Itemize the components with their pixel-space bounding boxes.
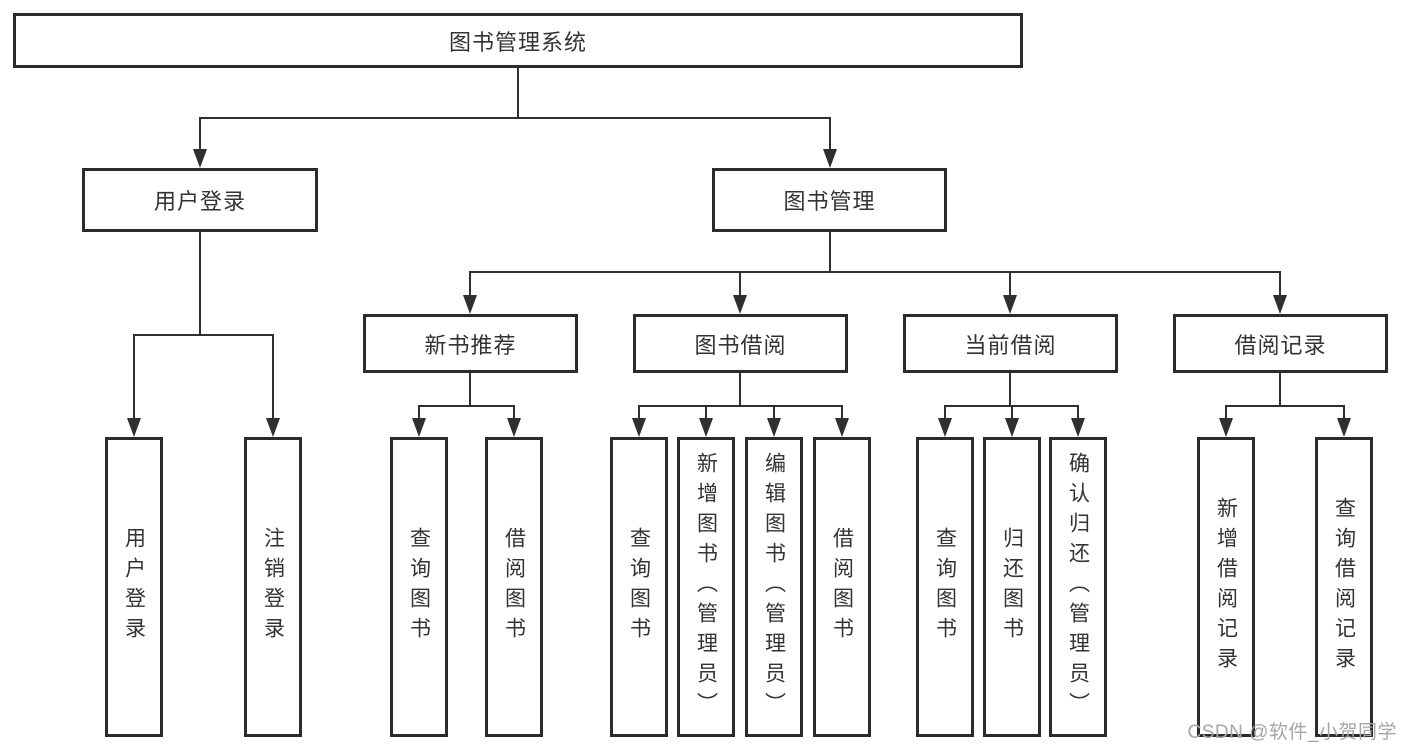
connector-line: [517, 68, 519, 118]
node-leaf-query-books-borrowing: 查询图书: [610, 437, 668, 737]
node-label: 借阅记录: [1234, 332, 1327, 358]
connector-line: [272, 334, 274, 418]
connector-line: [638, 405, 843, 407]
node-leaf-user-login: 用户登录: [105, 437, 163, 737]
connector-line: [773, 405, 775, 418]
arrow-down-icon: [1003, 295, 1017, 314]
node-label: 借阅图书: [502, 527, 526, 647]
node-leaf-borrow-books-borrowing: 借阅图书: [813, 437, 871, 737]
node-user-login: 用户登录: [82, 168, 318, 232]
arrow-down-icon: [463, 295, 477, 314]
node-label: 注销登录: [261, 527, 285, 647]
node-leaf-return-books: 归还图书: [983, 437, 1041, 737]
connector-line: [469, 271, 471, 295]
connector-line: [739, 373, 741, 405]
arrow-down-icon: [266, 418, 280, 437]
node-label: 图书借阅: [694, 332, 787, 358]
connector-line: [199, 117, 201, 150]
connector-line: [1279, 373, 1281, 405]
arrow-down-icon: [1219, 418, 1233, 437]
node-label: 图书管理: [783, 189, 876, 214]
node-leaf-query-books-current: 查询图书: [916, 437, 974, 737]
connector-line: [1009, 271, 1011, 295]
connector-line: [513, 405, 515, 418]
node-library-management-system: 图书管理系统: [13, 13, 1023, 68]
arrow-down-icon: [1071, 418, 1085, 437]
arrow-down-icon: [733, 295, 747, 314]
arrow-down-icon: [127, 418, 141, 437]
node-book-borrowing: 图书借阅: [633, 314, 848, 373]
connector-line: [418, 405, 420, 418]
connector-line: [638, 405, 640, 418]
node-label: 编辑图书（管理员）: [762, 452, 786, 722]
connector-line: [134, 334, 274, 336]
connector-line: [1011, 405, 1013, 418]
arrow-down-icon: [938, 418, 952, 437]
arrow-down-icon: [1337, 418, 1351, 437]
connector-line: [944, 405, 946, 418]
node-label: 查询图书: [407, 527, 431, 647]
connector-line: [133, 334, 135, 418]
arrow-down-icon: [193, 149, 207, 168]
connector-line: [829, 117, 831, 150]
node-label: 查询图书: [627, 527, 651, 647]
connector-line: [418, 405, 515, 407]
arrow-down-icon: [835, 418, 849, 437]
node-current-borrowing: 当前借阅: [903, 314, 1118, 373]
node-label: 用户登录: [122, 527, 146, 647]
node-label: 借阅图书: [830, 527, 854, 647]
connector-line: [829, 232, 831, 271]
node-label: 确认归还（管理员）: [1066, 452, 1090, 722]
connector-line: [705, 405, 707, 418]
arrow-down-icon: [699, 418, 713, 437]
node-label: 新书推荐: [424, 332, 517, 358]
node-leaf-query-borrow-record: 查询借阅记录: [1315, 437, 1373, 737]
node-leaf-confirm-return-admin: 确认归还（管理员）: [1049, 437, 1107, 737]
node-label: 当前借阅: [964, 332, 1057, 358]
connector-line: [841, 405, 843, 418]
arrow-down-icon: [1005, 418, 1019, 437]
connector-line: [1009, 373, 1011, 405]
node-new-book-recommend: 新书推荐: [363, 314, 578, 373]
node-book-management: 图书管理: [712, 168, 947, 232]
arrow-down-icon: [632, 418, 646, 437]
connector-line: [199, 117, 831, 119]
connector-line: [1077, 405, 1079, 418]
arrow-down-icon: [507, 418, 521, 437]
connector-line: [1225, 405, 1227, 418]
node-label: 归还图书: [1000, 527, 1024, 647]
node-label: 图书管理系统: [448, 29, 587, 55]
csdn-watermark: CSDN @软件_小贺同学: [1187, 722, 1397, 743]
node-leaf-query-books-recommend: 查询图书: [390, 437, 448, 737]
node-label: 新增图书（管理员）: [694, 452, 718, 722]
arrow-down-icon: [823, 149, 837, 168]
connector-line: [1225, 405, 1345, 407]
arrow-down-icon: [412, 418, 426, 437]
node-leaf-add-books-admin: 新增图书（管理员）: [677, 437, 735, 737]
node-leaf-borrow-books-recommend: 借阅图书: [485, 437, 543, 737]
arrow-down-icon: [1273, 295, 1287, 314]
node-label: 新增借阅记录: [1214, 497, 1238, 677]
node-label: 查询借阅记录: [1332, 497, 1356, 677]
connector-line: [1343, 405, 1345, 418]
node-leaf-add-borrow-record: 新增借阅记录: [1197, 437, 1255, 737]
node-leaf-edit-books-admin: 编辑图书（管理员）: [745, 437, 803, 737]
connector-line: [739, 271, 741, 295]
connector-line: [1279, 271, 1281, 295]
connector-line: [470, 271, 1281, 273]
connector-line: [199, 232, 201, 334]
node-label: 用户登录: [153, 189, 246, 214]
connector-line: [469, 373, 471, 405]
node-borrowing-records: 借阅记录: [1173, 314, 1388, 373]
arrow-down-icon: [767, 418, 781, 437]
node-label: 查询图书: [933, 527, 957, 647]
node-leaf-logout: 注销登录: [244, 437, 302, 737]
